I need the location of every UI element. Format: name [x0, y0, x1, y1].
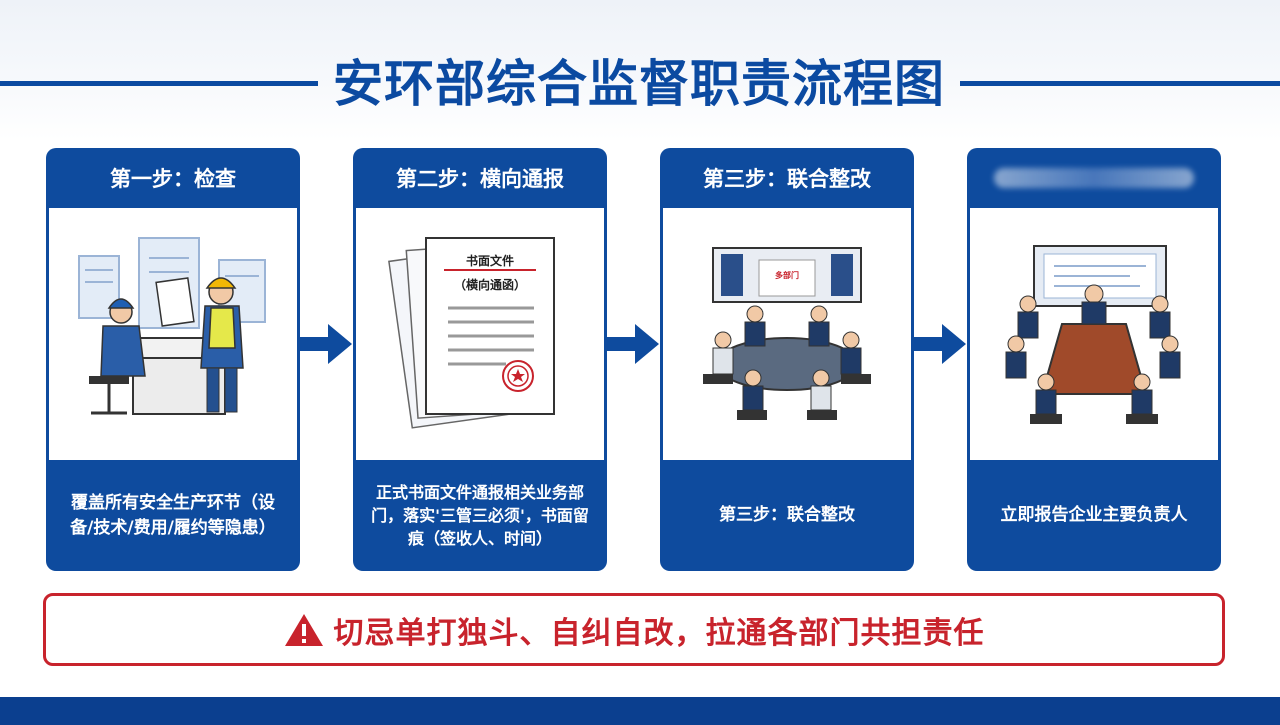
arrow-right-icon: [914, 324, 966, 364]
step-2-header: 第二步：横向通报: [396, 167, 564, 191]
step-card-4: 立即报告企业主要负责人: [967, 148, 1221, 571]
step-4-header-blurred: [967, 148, 1221, 208]
warning-text: 切忌单打独斗、自纠自改，拉通各部门共担责任: [333, 615, 985, 651]
joint-meeting-illustration: [703, 247, 871, 420]
step-4-illustration: [970, 208, 1218, 460]
title-banner: 安环部综合监督职责流程图: [0, 52, 1280, 116]
arrow-right-icon: [300, 324, 352, 364]
inspection-illustration: [78, 237, 266, 415]
step-card-3: 第三步：联合整改 多部门 第三步：联合整改: [660, 148, 914, 571]
arrow-right-icon: [607, 324, 659, 364]
title-rule-right: [960, 81, 1280, 86]
step-card-1: 第一步：检查 覆盖所有安全生产环节（设备/: [46, 148, 300, 571]
document-illustration: [388, 237, 555, 429]
doc-subtitle: （横向通函）: [453, 278, 526, 292]
title-rule-left: [0, 81, 318, 86]
step-2-description: 正式书面文件通报相关业务部门，落实'三管三必须'，书面留痕（签收人、时间）: [371, 482, 589, 549]
step-3-header: 第三步：联合整改: [703, 167, 871, 191]
screen-label: 多部门: [775, 271, 799, 280]
step-1-header: 第一步：检查: [110, 167, 236, 191]
warning-banner: 切忌单打独斗、自纠自改，拉通各部门共担责任: [43, 593, 1225, 666]
warning-triangle-icon: [284, 613, 323, 646]
step-1-illustration: [49, 208, 297, 460]
step-1-description: 覆盖所有安全生产环节（设备/技术/费用/履约等隐患）: [70, 492, 276, 538]
step-3-description: 第三步：联合整改: [719, 505, 855, 526]
report-meeting-illustration: [1005, 245, 1181, 424]
background-haze: [0, 0, 1280, 140]
step-4-header: [967, 148, 1221, 208]
step-4-description: 立即报告企业主要负责人: [1000, 505, 1188, 526]
step-2-illustration: 书面文件 （横向通函）: [356, 208, 604, 460]
step-3-illustration: 多部门: [663, 208, 911, 460]
footer-bar: [0, 697, 1280, 725]
doc-title: 书面文件: [465, 254, 514, 268]
step-card-2: 第二步：横向通报 书面文件 （横向通函） 正式书面文件通报相关业务部门，落实'三…: [353, 148, 607, 571]
page-title: 安环部综合监督职责流程图: [333, 55, 945, 113]
